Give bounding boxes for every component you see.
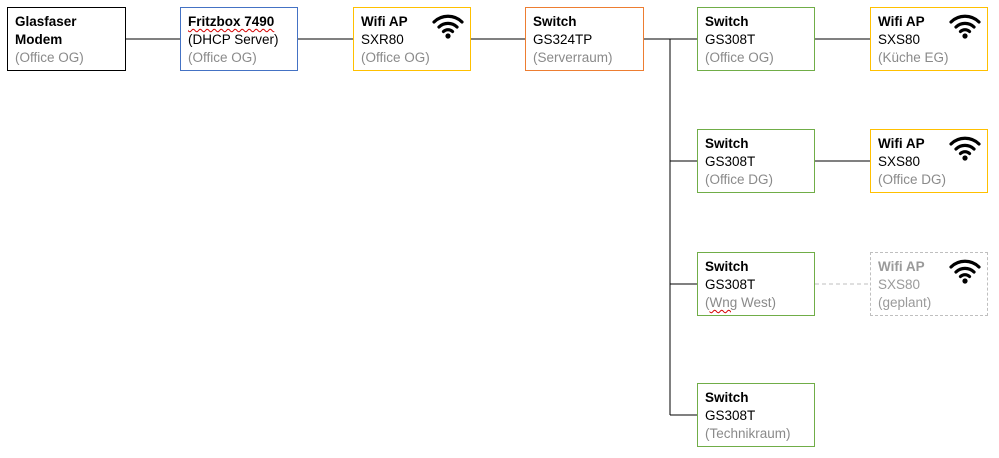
wifi-icon xyxy=(949,136,981,161)
node-name: Wifi AP xyxy=(878,14,925,29)
node-wifi-ap-planned: Wifi AP SXS80 (geplant) xyxy=(870,252,988,316)
node-location: (Office OG) xyxy=(361,50,430,65)
node-location: (Serverraum) xyxy=(533,50,613,65)
node-name-line2: Modem xyxy=(15,32,63,47)
node-model: GS308T xyxy=(705,32,756,47)
node-model: GS308T xyxy=(705,408,756,423)
node-location: (Office OG) xyxy=(188,50,257,65)
node-location: (Technikraum) xyxy=(705,426,791,441)
spellcheck-word: Wng xyxy=(709,295,738,310)
node-location: (Office DG) xyxy=(705,172,774,187)
node-name: Switch xyxy=(705,14,749,29)
node-name: Fritzbox 7490 xyxy=(188,14,275,29)
node-detail: (DHCP Server) xyxy=(188,32,279,47)
node-wifi-ap-sxr80: Wifi AP SXR80 (Office OG) xyxy=(353,7,471,71)
node-model: GS324TP xyxy=(533,32,593,47)
wifi-icon xyxy=(949,14,981,39)
node-name: Switch xyxy=(705,390,749,405)
node-location: (geplant) xyxy=(878,295,932,310)
node-model: SXS80 xyxy=(878,154,921,169)
node-name: Switch xyxy=(533,14,577,29)
node-wifi-ap-kueche: Wifi AP SXS80 (Küche EG) xyxy=(870,7,988,71)
node-wifi-ap-office-dg: Wifi AP SXS80 (Office DG) xyxy=(870,129,988,193)
node-model: SXR80 xyxy=(361,32,404,47)
node-model: GS308T xyxy=(705,154,756,169)
node-location: (Küche EG) xyxy=(878,50,949,65)
node-name-line1: Glasfaser xyxy=(15,14,77,29)
node-name: Wifi AP xyxy=(878,136,925,151)
node-name: Switch xyxy=(705,136,749,151)
node-model: GS308T xyxy=(705,277,756,292)
node-switch-wng-west: Switch GS308T (Wng West) xyxy=(697,252,815,316)
node-location: (Wng West) xyxy=(705,295,777,310)
node-name: Switch xyxy=(705,259,749,274)
node-location: (Office OG) xyxy=(15,50,84,65)
node-switch-office-og: Switch GS308T (Office OG) xyxy=(697,7,815,71)
wifi-icon xyxy=(949,259,981,284)
node-glasfaser-modem: Glasfaser Modem (Office OG) xyxy=(7,7,126,71)
node-switch-gs324tp: Switch GS324TP (Serverraum) xyxy=(525,7,644,71)
node-fritzbox: Fritzbox 7490 (DHCP Server) (Office OG) xyxy=(180,7,298,71)
node-switch-technikraum: Switch GS308T (Technikraum) xyxy=(697,383,815,447)
wifi-icon xyxy=(432,14,464,39)
node-name: Wifi AP xyxy=(361,14,408,29)
node-switch-office-dg: Switch GS308T (Office DG) xyxy=(697,129,815,193)
node-location: (Office OG) xyxy=(705,50,774,65)
node-model: SXS80 xyxy=(878,277,921,292)
node-model: SXS80 xyxy=(878,32,921,47)
node-name: Wifi AP xyxy=(878,259,925,274)
node-location: (Office DG) xyxy=(878,172,947,187)
